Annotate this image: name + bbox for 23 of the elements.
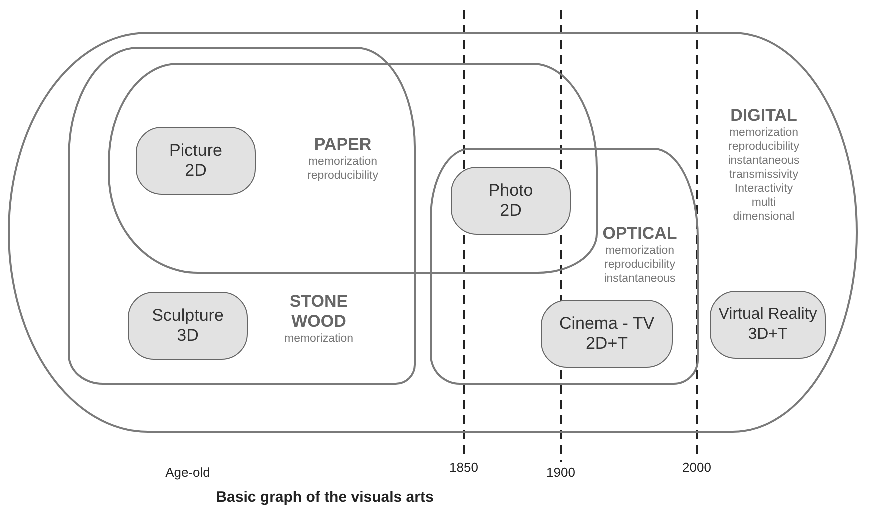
property-list: memorization reproducibility instantaneous — [604, 244, 676, 286]
property-list: memorization reproducibility — [308, 155, 378, 183]
year-label: 1900 — [546, 465, 576, 480]
diagram-caption: Basic graph of the visuals arts — [216, 489, 434, 506]
medium-label: Picture 2D — [170, 141, 222, 181]
medium-label: Sculpture 3D — [152, 306, 224, 346]
medium-box — [451, 167, 571, 235]
property-list: memorization — [284, 332, 354, 346]
region-title: DIGITAL — [730, 106, 798, 126]
medium-box — [128, 292, 248, 360]
property-list: memorization reproducibility instantaneous transmissivity Interactivity multi dimensional — [728, 126, 800, 224]
medium-label: Virtual Reality 3D+T — [718, 305, 818, 345]
era-label: Age-old — [166, 465, 210, 480]
region-title: PAPER — [314, 135, 372, 155]
medium-box — [710, 291, 826, 359]
region-title: STONE WOOD — [290, 292, 348, 332]
medium-box — [136, 127, 256, 195]
medium-label: Cinema - TV 2D+T — [558, 314, 656, 354]
year-label: 2000 — [682, 460, 712, 475]
year-label: 1850 — [450, 460, 478, 475]
medium-box — [541, 300, 673, 368]
region-title: OPTICAL — [602, 224, 678, 244]
medium-label: Photo 2D — [488, 181, 534, 221]
